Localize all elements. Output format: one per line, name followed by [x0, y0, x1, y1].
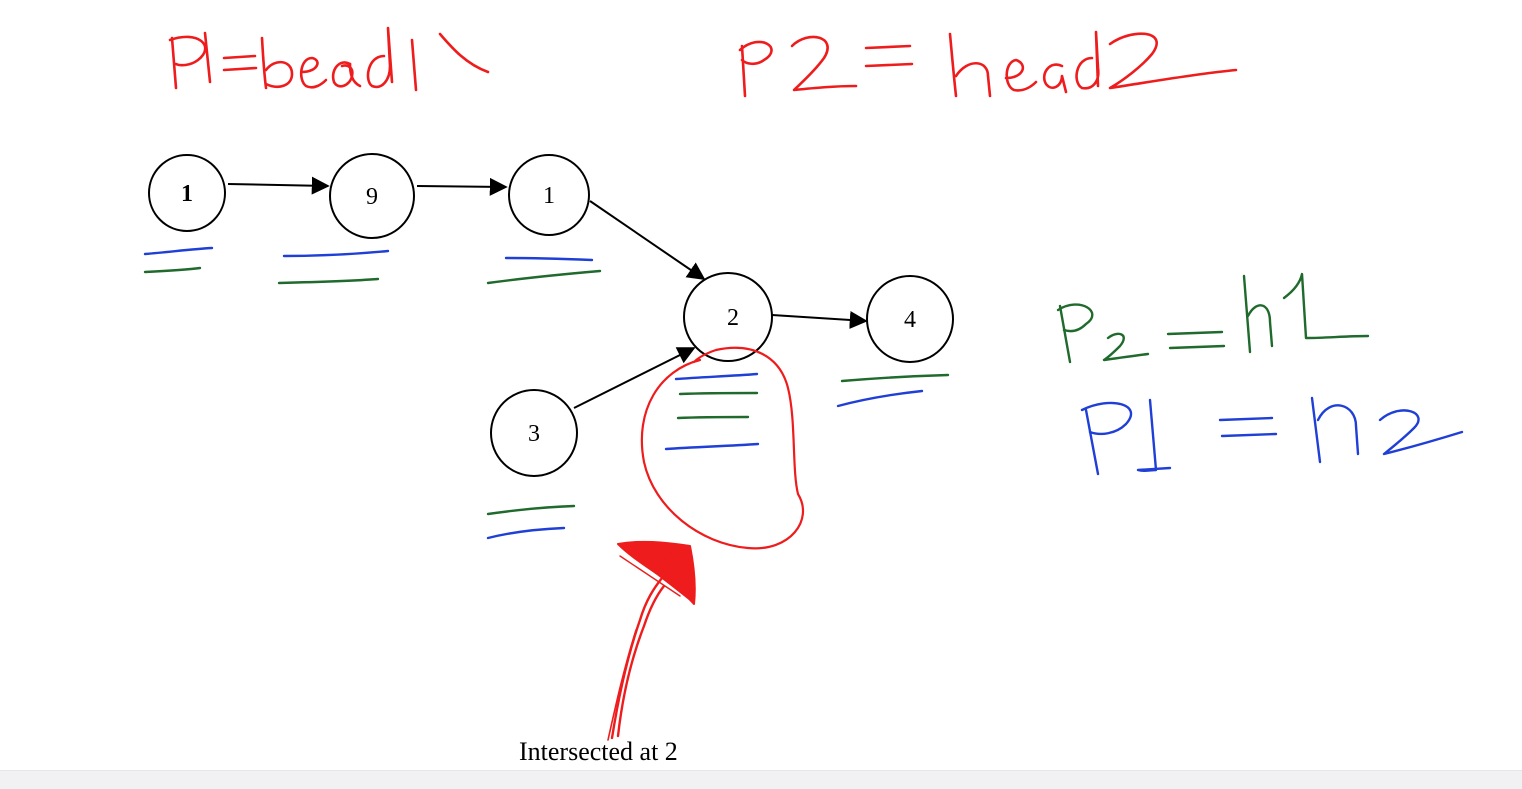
mark-green-node3: [486, 504, 576, 516]
edge-n3-to-n2: [573, 347, 696, 409]
mark-blue-node3: [486, 526, 566, 540]
node-label: 2: [727, 305, 739, 331]
mark-green-node2-a: [678, 391, 759, 396]
note-p1-equals-head1: [168, 26, 490, 92]
edge-n2-to-n4: [771, 310, 868, 329]
mark-green-node1: [143, 266, 202, 274]
mark-green-node2-b: [676, 415, 750, 420]
mark-green-node1b: [486, 269, 602, 285]
edge-n1b-to-n2: [589, 200, 706, 281]
mark-blue-node2-b: [664, 442, 760, 451]
edge-n9-to-n1b: [416, 177, 508, 196]
bottom-scroll-bar: [0, 770, 1522, 789]
node-label: 9: [366, 184, 378, 210]
mark-blue-node9: [282, 249, 390, 258]
node-label: 1: [181, 181, 193, 207]
note-p2-equals-head2: [738, 30, 1238, 98]
node-2-intersection: 2: [683, 272, 773, 362]
node-1-second: 1: [508, 154, 590, 236]
node-label: 1: [543, 183, 555, 209]
note-p2-equals-h1: [1056, 272, 1370, 364]
intersection-highlight-loop: [640, 346, 804, 550]
mark-blue-node1b: [504, 256, 594, 262]
node-4: 4: [866, 275, 954, 363]
traversal-marks: [143, 246, 950, 540]
linked-list-intersection-diagram: 1 9 1 2 4 3: [143, 26, 1464, 766]
mark-green-node4: [840, 373, 950, 383]
node-label: 4: [904, 307, 916, 333]
caption-intersected-at-2: Intersected at 2: [519, 737, 678, 766]
mark-blue-node1: [143, 246, 214, 256]
edges: [227, 176, 868, 409]
node-label: 3: [528, 421, 540, 447]
mark-blue-node4: [836, 389, 924, 408]
intersection-arrow: [607, 540, 696, 741]
node-3: 3: [490, 389, 578, 477]
node-1-first: 1: [148, 154, 226, 232]
mark-green-node9: [277, 277, 380, 285]
mark-blue-node2-a: [674, 372, 759, 381]
node-9: 9: [329, 153, 415, 239]
note-p1-equals-h2: [1080, 396, 1464, 476]
edge-n1-to-n9: [227, 176, 330, 195]
